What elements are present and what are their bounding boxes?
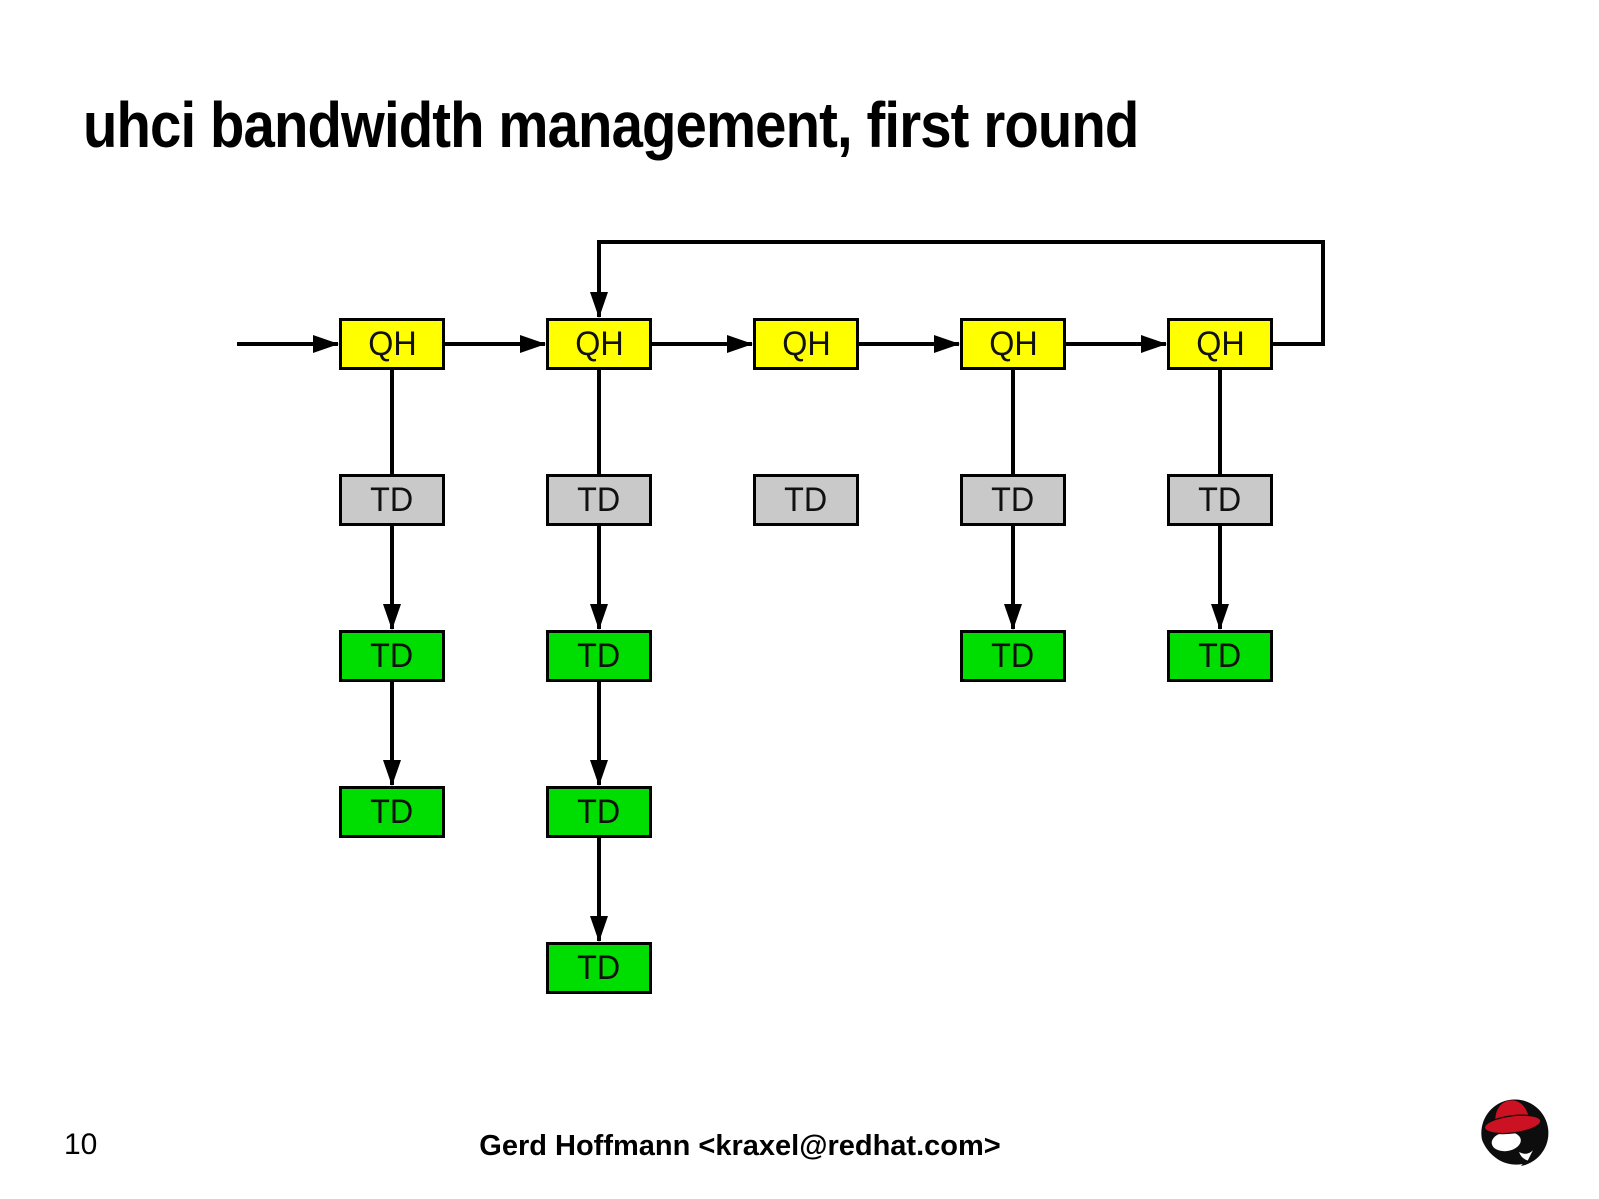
node-label: TD [577, 480, 621, 519]
edge-loop-arrow-qh-5-qh-2 [590, 240, 1325, 346]
node-label: QH [1195, 324, 1245, 363]
footer-author: Gerd Hoffmann <kraxel@redhat.com> [479, 1130, 1001, 1162]
node-qh-2: QH [546, 318, 652, 370]
redhat-logo-icon [1481, 1099, 1549, 1173]
node-label: TD [784, 480, 828, 519]
node-td-2-4: TD [546, 942, 652, 994]
node-td-5-1: TD [1167, 474, 1273, 526]
node-label: TD [1198, 636, 1242, 675]
node-label: TD [991, 480, 1035, 519]
node-label: TD [577, 948, 621, 987]
slide-title: uhci bandwidth management, first round [83, 89, 1139, 161]
node-td-3-1: TD [753, 474, 859, 526]
node-label: QH [367, 324, 417, 363]
node-label: TD [991, 636, 1035, 675]
node-td-4-2: TD [960, 630, 1066, 682]
node-td-1-1: TD [339, 474, 445, 526]
node-qh-4: QH [960, 318, 1066, 370]
node-label: QH [781, 324, 831, 363]
node-label: TD [1198, 480, 1242, 519]
node-label: TD [577, 636, 621, 675]
node-td-4-1: TD [960, 474, 1066, 526]
node-qh-3: QH [753, 318, 859, 370]
node-label: TD [370, 792, 414, 831]
node-label: QH [988, 324, 1038, 363]
node-td-1-3: TD [339, 786, 445, 838]
node-qh-5: QH [1167, 318, 1273, 370]
node-label: TD [370, 636, 414, 675]
node-label: TD [370, 480, 414, 519]
node-qh-1: QH [339, 318, 445, 370]
node-td-2-3: TD [546, 786, 652, 838]
node-td-2-1: TD [546, 474, 652, 526]
node-td-2-2: TD [546, 630, 652, 682]
node-label: TD [577, 792, 621, 831]
node-td-5-2: TD [1167, 630, 1273, 682]
page-number: 10 [64, 1128, 98, 1161]
node-label: QH [574, 324, 624, 363]
node-td-1-2: TD [339, 630, 445, 682]
